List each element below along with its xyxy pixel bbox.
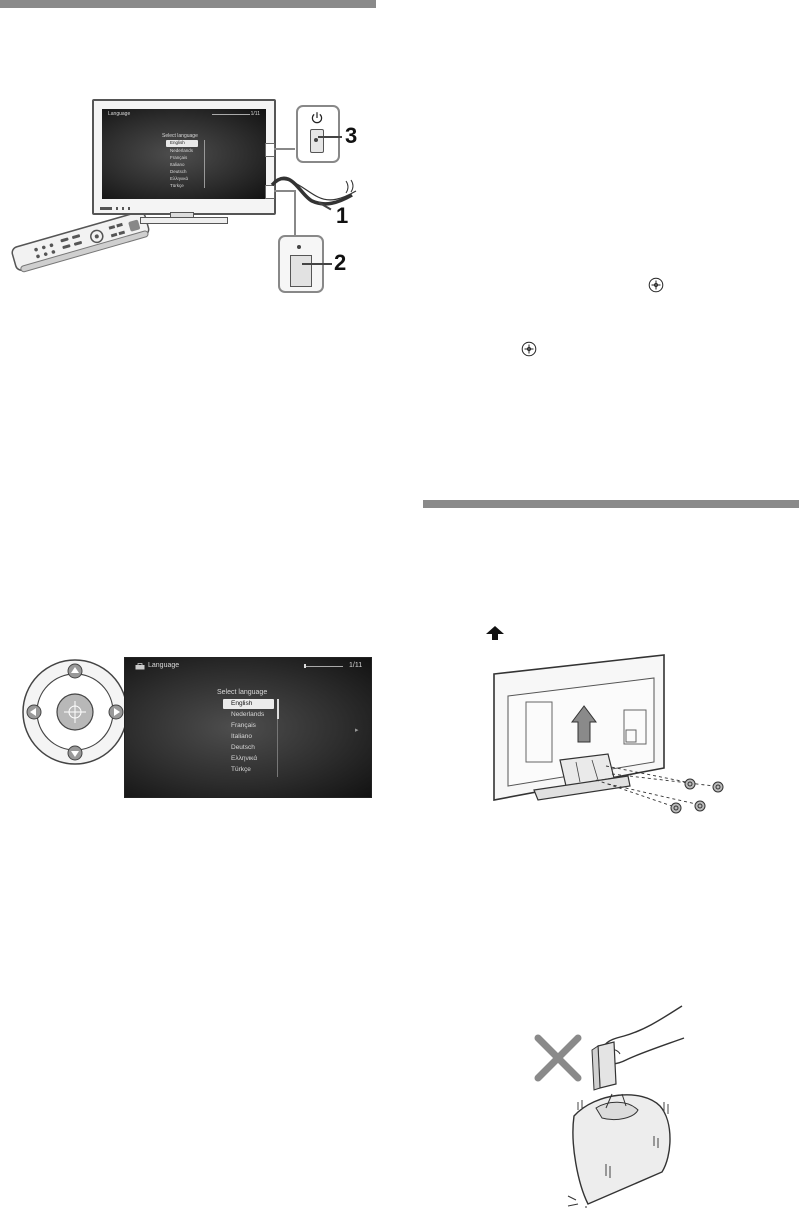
enter-button-icon	[521, 341, 537, 357]
leader-line-2	[302, 263, 332, 265]
tv-bezel-logo	[100, 207, 112, 210]
settings-toolbox-icon	[135, 663, 145, 670]
tv-menu-screen: Language 1/11 Select language English Ne…	[124, 657, 372, 798]
tv-menu-option: Deutsch	[231, 744, 255, 751]
tv-screen-menu-page: 1/11	[250, 111, 260, 117]
tv-bezel-dots	[116, 207, 134, 210]
tv-menu-page: 1/11	[349, 662, 363, 669]
power-icon	[311, 112, 323, 124]
tv-menu-option: Nederlands	[231, 711, 265, 718]
callout-number-2: 2	[334, 250, 347, 275]
tv-screen-menu-title: Language	[108, 111, 131, 117]
tv-stand-base	[140, 217, 228, 224]
tv-menu-right-arrow-icon: ▸	[355, 727, 359, 734]
tv-set: Language 1/11 Select language English Ne…	[92, 99, 276, 215]
callout-number-1: 1	[336, 203, 349, 228]
section-rule-right	[423, 500, 799, 508]
tv-menu-progress	[305, 666, 343, 667]
tv-screen-menu-heading: Select language	[162, 133, 198, 139]
tv-rear-stand-removal-illustration	[493, 654, 724, 814]
tv-menu-option: Français	[231, 722, 256, 729]
remote-control-icon	[11, 213, 150, 273]
tv-screen-scrollbar	[204, 140, 205, 188]
cross-icon	[534, 1034, 582, 1082]
tv-menu-option: Italiano	[231, 733, 252, 740]
tv-screen-option-3: Français	[170, 155, 188, 160]
tv-menu-option: Türkçe	[231, 766, 251, 773]
connector-lines	[270, 148, 357, 235]
tv-screen-option-4: Italiano	[170, 162, 185, 167]
tv-screen-option-5: Deutsch	[170, 169, 187, 174]
tv-menu-progress-knob	[304, 664, 306, 668]
socket-body	[290, 255, 312, 287]
tv-screen-option-2: Nederlands	[170, 148, 194, 153]
tv-screen-option-7: Türkçe	[170, 183, 184, 188]
callout-power-switch	[296, 105, 340, 163]
dpad-icon	[22, 659, 128, 765]
up-arrow-icon	[486, 626, 504, 640]
callout-number-3: 3	[345, 123, 358, 148]
enter-button-icon	[648, 277, 664, 293]
tv-menu-scrollbar	[277, 699, 279, 719]
tv-menu-title: Language	[148, 662, 180, 669]
power-button-dot	[314, 138, 318, 142]
leader-line-3	[318, 136, 342, 138]
stand-lifting-warning-illustration	[567, 1005, 685, 1208]
dpad-illustration	[20, 657, 130, 767]
tv-menu-option: Ελληνικά	[231, 755, 258, 762]
tv-setup-illustration: Language 1/11 Select language English Ne…	[0, 95, 380, 295]
tv-menu-option-selected: English	[231, 700, 253, 707]
tv-screen-option-1: English	[170, 140, 185, 145]
tv-screen-option-6: Ελληνικά	[170, 176, 189, 181]
tv-screen-progress	[212, 114, 250, 115]
tv-menu-selected-bar	[223, 699, 274, 709]
socket-indicator	[297, 245, 301, 249]
section-rule-left	[0, 0, 376, 8]
tv-menu-scrolltrack	[277, 719, 278, 777]
tv-screen: Language 1/11 Select language English Ne…	[102, 109, 266, 199]
tv-screen-selected-bar	[166, 140, 198, 147]
tv-menu-heading: Select language	[217, 689, 268, 696]
